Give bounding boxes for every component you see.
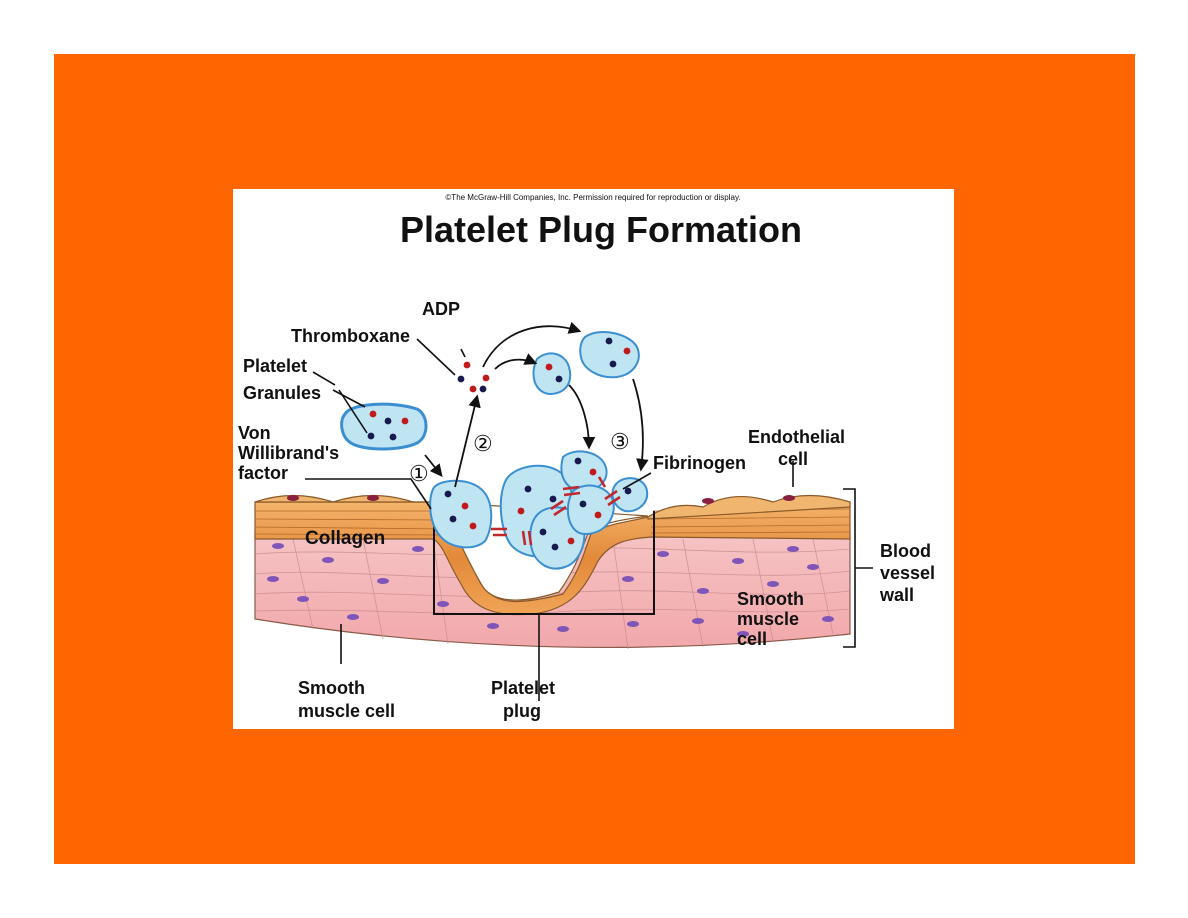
diagram-title: Platelet Plug Formation <box>400 209 802 250</box>
granule-icons-recruited <box>545 337 631 383</box>
label-adp: ADP <box>422 299 460 319</box>
step-3: ③ <box>610 429 630 454</box>
platelet-plug-frame <box>433 511 655 615</box>
leader-lines <box>305 338 873 701</box>
endothelial-nucleus-icons <box>287 495 795 504</box>
nucleus-icons <box>267 543 834 637</box>
label-granules: Granules <box>243 383 321 403</box>
label-endothelial-cell: cell <box>778 449 808 469</box>
label-cell-right: cell <box>737 629 767 649</box>
label-blood: Blood <box>880 541 931 561</box>
label-collagen: Collagen <box>305 528 385 549</box>
label-willibrands: Willibrand's <box>238 443 339 463</box>
fibrinogen-bridges <box>491 476 621 546</box>
label-muscle-right: muscle <box>737 609 799 629</box>
label-muscle-cell-bottom: muscle cell <box>298 701 395 721</box>
label-factor: factor <box>238 463 288 483</box>
arrow-icons <box>424 321 649 488</box>
recruited-platelets <box>532 331 640 396</box>
label-platelet: Platelet <box>243 356 307 376</box>
label-thromboxane: Thromboxane <box>291 326 410 346</box>
activated-platelets <box>429 450 649 570</box>
label-plug: plug <box>503 701 541 721</box>
label-smooth-right: Smooth <box>737 589 804 609</box>
released-granules <box>457 361 490 393</box>
step-2: ② <box>473 431 493 456</box>
label-smooth-bottom: Smooth <box>298 678 365 698</box>
step-1: ① <box>409 461 429 486</box>
label-vessel: vessel <box>880 563 935 583</box>
platelet-plug-diagram: ©The McGraw-Hill Companies, Inc. Permiss… <box>233 189 954 729</box>
label-von: Von <box>238 423 271 443</box>
granule-icon <box>367 410 409 441</box>
platelet-icon <box>340 402 428 451</box>
label-fibrinogen: Fibrinogen <box>653 453 746 473</box>
copyright-notice: ©The McGraw-Hill Companies, Inc. Permiss… <box>445 193 740 202</box>
endothelial-layer <box>254 494 851 520</box>
granule-icons <box>444 457 632 551</box>
label-wall: wall <box>879 585 914 605</box>
label-platelet-plug: Platelet <box>491 678 555 698</box>
label-endothelial: Endothelial <box>748 427 845 447</box>
